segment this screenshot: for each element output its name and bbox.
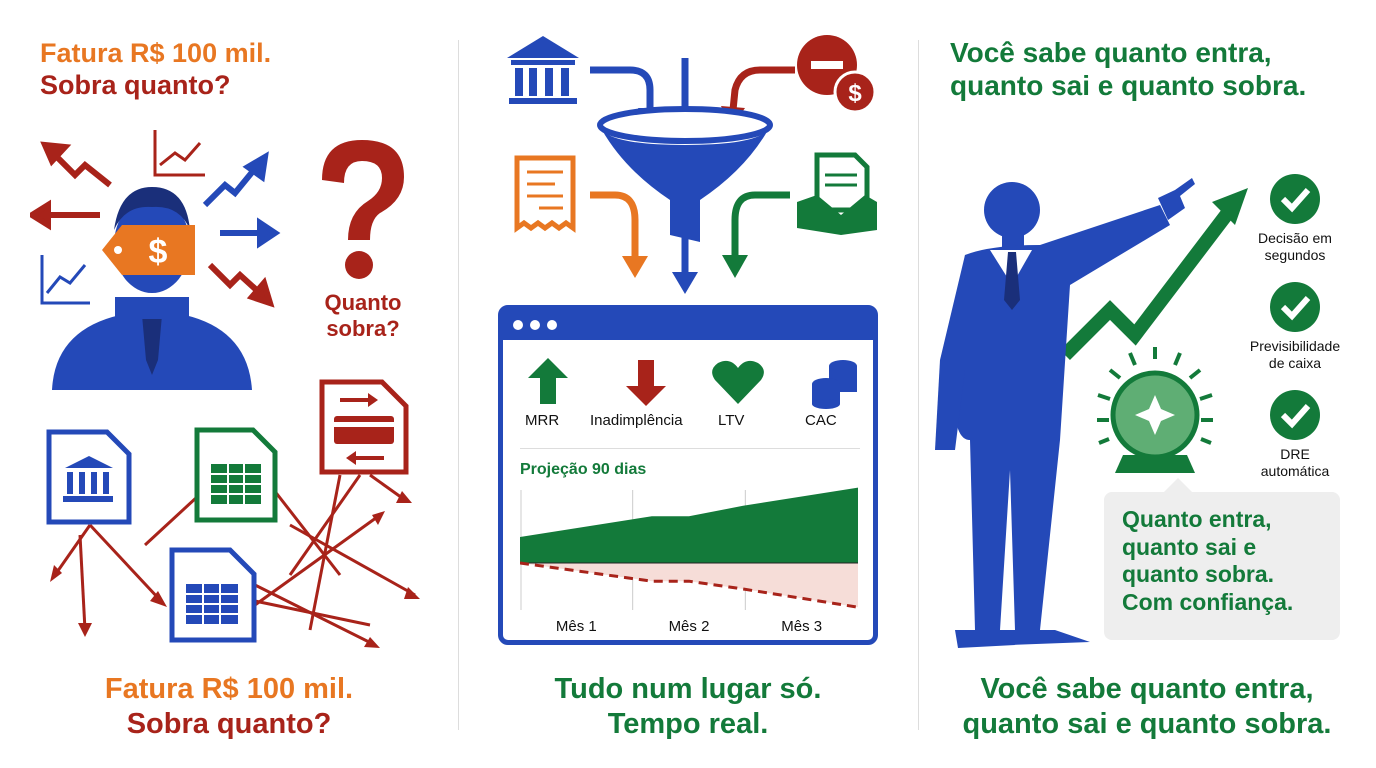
expense-coin-icon: $ [797,35,877,114]
dashboard-window: MRR Inadimplência LTV CAC Projeção 90 di… [498,305,878,645]
check-badge-icon [1270,174,1320,224]
panel3-caption: Você sabe quanto entra, quanto sai e qua… [918,672,1376,742]
handshake-contract-icon [797,152,877,235]
bubble-line: quanto sobra. [1122,561,1275,588]
question-mark-icon [322,140,404,279]
svg-text:$: $ [848,80,862,107]
window-dot[interactable] [547,320,557,330]
window-dot[interactable] [530,320,540,330]
businessman-pointing-icon [935,178,1248,648]
panel2-caption: Tudo num lugar só. Tempo real. [458,672,918,742]
label-line: sobra? [326,315,400,341]
divider [918,40,919,730]
title-line: Fatura R$ 100 mil. [40,38,272,68]
inflow-area [520,487,858,563]
credit-card-document-icon [319,379,409,475]
metric-icons [528,358,857,409]
funnel-icon [597,106,773,242]
arrow-down-icon [626,360,666,406]
question-label: Quanto sobra? [308,290,418,342]
outflow-line [520,561,859,609]
caption-line: Tempo real. [607,707,769,740]
bubble-line: Quanto entra, [1122,506,1272,532]
check-badge-icon [1270,390,1320,440]
x-tick-label: Mês 2 [669,618,710,635]
panel1-caption: Fatura R$ 100 mil. Sobra quanto? [0,672,458,742]
x-tick-label: Mês 1 [556,618,597,635]
outflow-area [520,563,858,608]
panel1-title: Fatura R$ 100 mil. Sobra quanto? [40,38,271,102]
bank-icon [507,36,579,104]
speech-bubble: Quanto entra, quanto sai e quanto sobra.… [1104,478,1340,640]
spreadsheet-icon [169,547,257,643]
title-line: Sobra quanto? [40,69,231,100]
crystal-ball-icon [1097,347,1213,473]
bubble-line: quanto sai e [1122,533,1257,560]
title-line: Você sabe quanto entra, [950,37,1272,68]
receipt-icon [514,155,576,233]
caption-line: Tudo num lugar só. [554,673,822,705]
metric-label-cac: CAC [805,412,837,429]
growth-arrow-icon [1060,205,1236,360]
separator [520,448,860,449]
metric-label-ltv: LTV [718,412,745,429]
metric-label-mrr: MRR [525,412,560,429]
coins-icon [812,360,857,409]
heart-icon [712,360,764,404]
chaotic-arrows-icon [50,473,420,648]
check-badge-icon [1270,282,1320,332]
label-line: Quanto [324,290,402,315]
caption-line: Fatura R$ 100 mil. [104,673,354,705]
window-titlebar [503,310,873,340]
x-tick-label: Mês 3 [781,618,822,635]
caption-line: Sobra quanto? [126,707,332,740]
panel3-title: Você sabe quanto entra, quanto sai e qua… [950,36,1306,102]
bubble-tail [1164,478,1192,492]
spreadsheet-icon [194,427,278,523]
projection-chart: Mês 1 Mês 2 Mês 3 [520,487,859,635]
businessman-icon: $ [30,130,281,390]
metric-label-inadimplencia: Inadimplência [590,412,683,429]
caption-line: quanto sai e quanto sobra. [962,707,1332,740]
window-dot[interactable] [513,320,523,330]
price-tag-icon: $ [149,233,168,271]
caption-line: Você sabe quanto entra, [980,673,1314,705]
bank-document-icon [46,429,132,525]
data-flow-illustration: $ [507,35,877,294]
divider [458,40,459,730]
title-line: quanto sai e quanto sobra. [950,70,1307,102]
bubble-line: Com confiança. [1122,588,1294,615]
chart-title: Projeção 90 dias [520,461,647,478]
arrow-up-icon [528,358,568,404]
